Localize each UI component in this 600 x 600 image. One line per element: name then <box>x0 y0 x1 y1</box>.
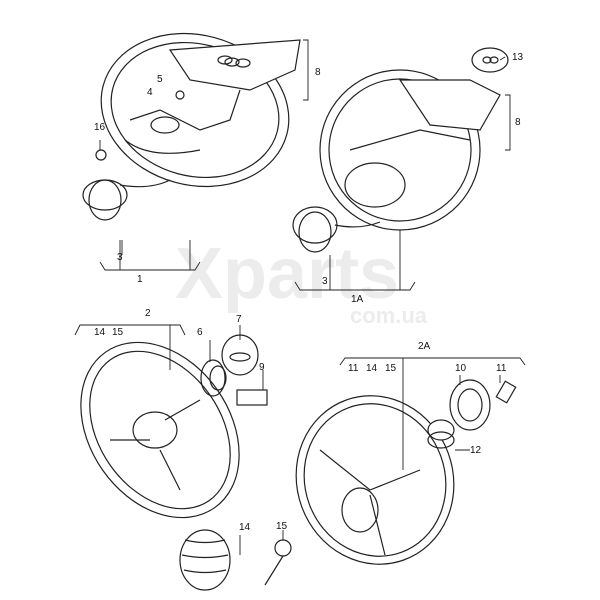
boot-14 <box>179 529 231 591</box>
part-label-9: 9 <box>259 362 265 373</box>
part-label-15: 15 <box>112 327 124 338</box>
part-label-8: 8 <box>315 67 321 78</box>
part-label-3b: 3 <box>322 276 328 287</box>
emblem-set-9 <box>236 389 268 406</box>
part-label-14b: 14 <box>366 363 378 374</box>
clip-5 <box>175 90 185 100</box>
part-label-7: 7 <box>236 314 242 325</box>
watermark-domain: com.ua <box>350 303 428 328</box>
part-label-14c: 14 <box>239 522 251 533</box>
part-label-12: 12 <box>470 445 482 456</box>
part-label-13: 13 <box>512 52 524 63</box>
steering-wheel-2a <box>295 395 455 565</box>
part-label-8b: 8 <box>515 117 521 128</box>
group-label-1: 1 <box>137 274 143 285</box>
part-label-3: 3 <box>117 252 123 263</box>
horn-button-12 <box>427 419 455 449</box>
leader-lines <box>74 39 526 555</box>
watermark-brand: Xparts <box>175 234 400 314</box>
hub-6 <box>200 359 227 397</box>
group-label-2a: 2A <box>418 341 431 352</box>
screw-16 <box>95 149 107 161</box>
part-label-11: 11 <box>348 363 359 374</box>
airbag-unit-3b <box>292 206 381 253</box>
part-label-16: 16 <box>94 122 106 133</box>
part-label-14: 14 <box>94 327 106 338</box>
part-label-15c: 15 <box>276 521 288 532</box>
horn-cap-13 <box>471 47 509 73</box>
bolt-11 <box>495 380 517 404</box>
part-label-4: 4 <box>147 87 153 98</box>
horn-cap-7 <box>221 334 259 376</box>
part-label-10: 10 <box>455 363 467 374</box>
group-label-1a: 1A <box>351 294 364 305</box>
part-label-11b: 11 <box>496 363 507 374</box>
group-label-2: 2 <box>145 308 151 319</box>
steering-wheel-1 <box>100 32 301 188</box>
part-label-6: 6 <box>197 327 203 338</box>
connector-15 <box>264 539 292 586</box>
part-label-15b: 15 <box>385 363 397 374</box>
ring-10 <box>449 379 491 431</box>
part-label-5: 5 <box>157 74 163 85</box>
steering-wheel-1a <box>319 69 501 231</box>
airbag-unit-3a <box>82 179 171 221</box>
